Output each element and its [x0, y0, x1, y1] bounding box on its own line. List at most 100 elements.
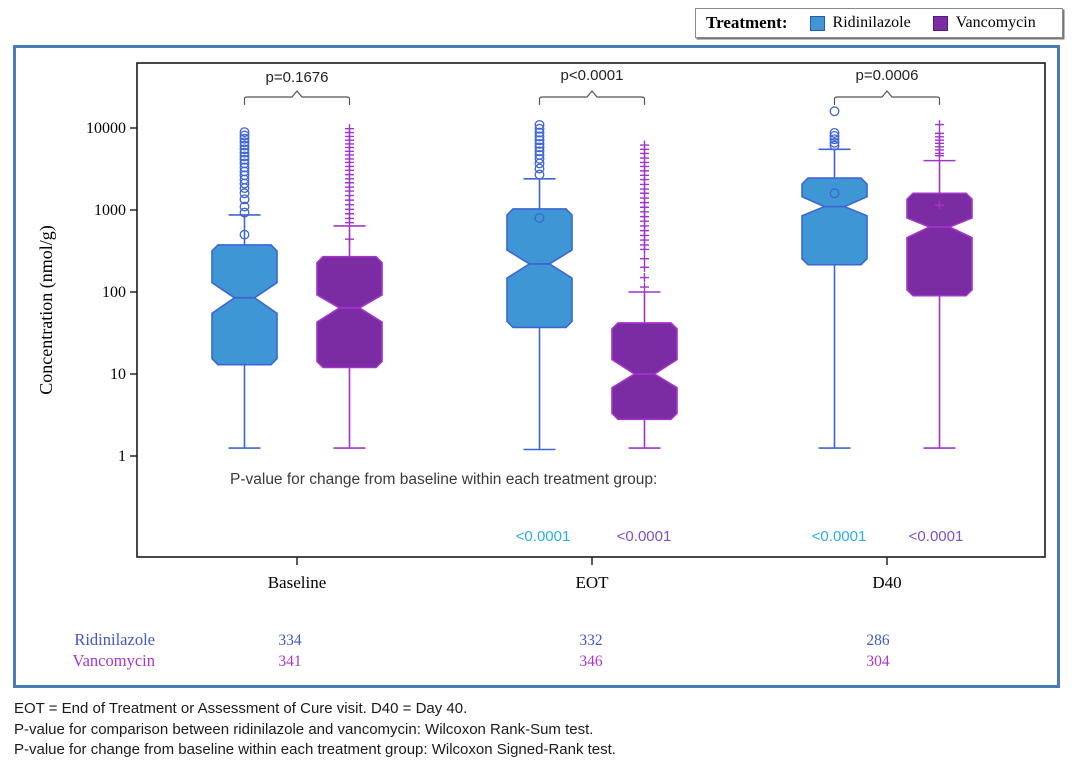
outlier-circle: [534, 135, 545, 146]
outlier-plus: [640, 282, 649, 292]
notched-box: [906, 192, 973, 297]
mean-marker-plus: [345, 234, 354, 244]
box-eot-vancomycin: [611, 140, 678, 449]
outlier-circle: [534, 131, 545, 142]
x-axis-ticks: [296, 557, 888, 565]
outlier-circle: [239, 151, 250, 162]
outlier-circle: [534, 138, 545, 149]
footnote-line: P-value for comparison between ridinilaz…: [14, 720, 594, 738]
outlier-circle: [534, 158, 545, 169]
box-d40-ridinilazole: [801, 106, 868, 449]
notched-box: [611, 322, 678, 421]
legend-item-ridinilazole: Ridinilazole: [809, 14, 911, 32]
outlier-circle: [534, 142, 545, 153]
x-tick-label-eot: EOT: [575, 573, 609, 592]
outlier-circle: [829, 134, 840, 145]
plot-area-border: [136, 62, 1046, 558]
count-ridinilazole-d40: 286: [866, 632, 890, 649]
within-pvalue-d40-ridinilazole: <0.0001: [812, 528, 867, 545]
outlier-circle: [239, 147, 250, 158]
within-pvalue-d40-vancomycin: <0.0001: [909, 528, 964, 545]
outlier-circle: [829, 130, 840, 141]
y-tick-label: 100: [102, 284, 126, 301]
outlier-circle: [239, 127, 250, 138]
outlier-circle: [239, 183, 250, 194]
outlier-plus: [640, 244, 649, 254]
outlier-circle: [239, 201, 250, 212]
box-baseline-ridinilazole: [211, 127, 278, 449]
outlier-circle: [239, 188, 250, 199]
mean-marker-circle: [829, 188, 840, 199]
outlier-circle: [534, 153, 545, 164]
within-group-note: P-value for change from baseline within …: [230, 471, 657, 488]
count-ridinilazole-eot: 332: [579, 632, 602, 649]
legend-title: Treatment:: [706, 13, 788, 32]
outlier-plus: [640, 254, 649, 264]
boxplot-series: [211, 106, 973, 451]
outlier-circle: [534, 119, 545, 130]
y-axis-ticks: [130, 127, 137, 457]
y-axis-label: Concentration (nmol/g): [36, 225, 57, 394]
pvalue-eot: p<0.0001: [561, 67, 624, 84]
pvalue-d40: p=0.0006: [856, 67, 919, 84]
outlier-plus: [345, 218, 354, 228]
outlier-circle: [239, 207, 250, 218]
ridinilazole-swatch-icon: [809, 15, 825, 31]
count-vancomycin-baseline: 341: [278, 653, 301, 670]
count-row-label-vancomycin: Vancomycin: [73, 651, 155, 670]
box-baseline-vancomycin: [316, 124, 383, 449]
legend-label-vancomycin: Vancomycin: [955, 14, 1036, 31]
outlier-plus: [935, 120, 944, 130]
pvalue-bracket: [538, 90, 646, 105]
y-tick-label: 1: [118, 448, 126, 465]
outlier-plus: [935, 151, 944, 161]
outlier-circle: [534, 123, 545, 134]
outlier-circle: [829, 106, 840, 117]
outlier-circle: [239, 178, 250, 189]
outlier-circle: [239, 144, 250, 155]
x-tick-label-d40: D40: [872, 573, 901, 592]
within-pvalue-eot-vancomycin: <0.0001: [617, 528, 672, 545]
footnote-line: P-value for change from baseline within …: [14, 741, 616, 758]
outlier-circle: [829, 140, 840, 151]
outlier-circle: [239, 140, 250, 151]
vancomycin-swatch-icon: [932, 15, 948, 31]
outlier-circle: [534, 127, 545, 138]
pvalue-baseline: p=0.1676: [266, 69, 329, 86]
notched-box: [801, 177, 868, 266]
count-ridinilazole-baseline: 334: [278, 632, 302, 649]
outlier-circle: [239, 130, 250, 141]
pvalue-bracket: [833, 90, 941, 105]
legend: Treatment: Ridinilazole Vancomycin: [695, 8, 1063, 38]
legend-label-ridinilazole: Ridinilazole: [832, 14, 911, 31]
mean-marker-circle: [239, 229, 250, 240]
outlier-circle: [534, 146, 545, 157]
outlier-circle: [534, 163, 545, 174]
outlier-circle: [239, 137, 250, 148]
box-eot-ridinilazole: [506, 119, 573, 451]
outlier-plus: [640, 273, 649, 283]
y-tick-label: 10: [110, 366, 126, 383]
legend-item-vancomycin: Vancomycin: [932, 14, 1036, 32]
pvalue-bracket: [243, 90, 351, 105]
box-d40-vancomycin: [906, 120, 973, 449]
mean-marker-plus: [935, 200, 944, 210]
y-tick-label: 10000: [86, 120, 126, 137]
x-tick-label-baseline: Baseline: [268, 573, 327, 592]
within-pvalue-eot-ridinilazole: <0.0001: [516, 528, 571, 545]
outlier-circle: [239, 133, 250, 144]
notched-box: [506, 208, 573, 329]
footnote-line: EOT = End of Treatment or Assessment of …: [14, 700, 468, 717]
count-vancomycin-d40: 304: [866, 653, 890, 670]
pvalue-brackets: [243, 90, 941, 105]
outlier-circle: [829, 137, 840, 148]
outlier-circle: [239, 154, 250, 165]
outlier-plus: [640, 262, 649, 272]
notched-box: [211, 244, 278, 366]
outlier-circle: [239, 162, 250, 173]
mean-marker-circle: [534, 212, 545, 223]
count-row-label-ridinilazole: Ridinilazole: [74, 630, 155, 649]
count-vancomycin-eot: 346: [579, 653, 603, 670]
outlier-circle: [829, 128, 840, 138]
